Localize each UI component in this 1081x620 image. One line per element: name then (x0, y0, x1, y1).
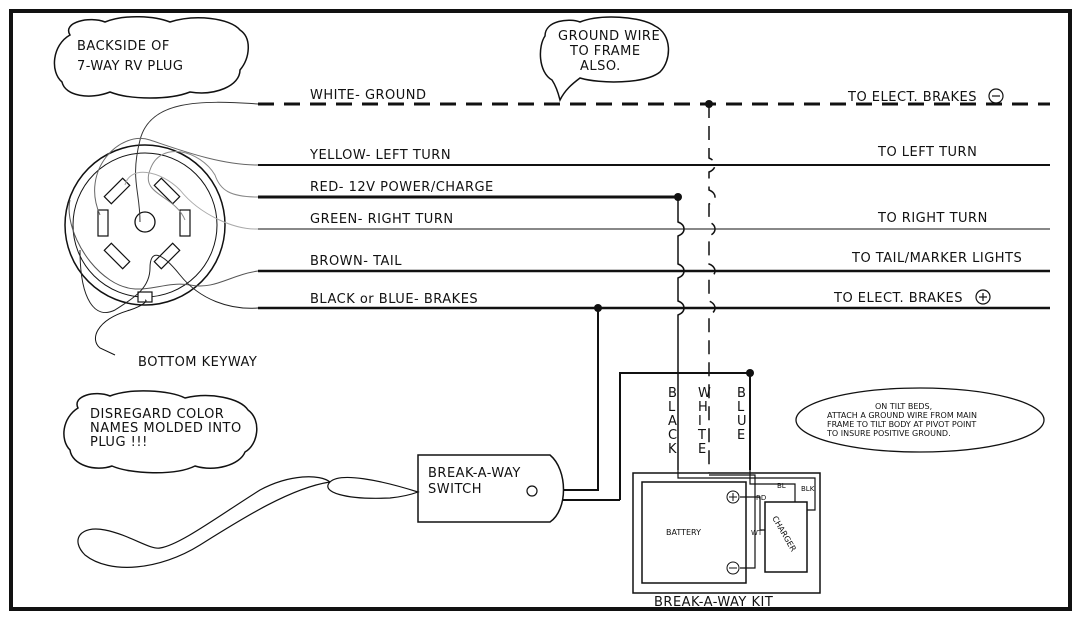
switch-pin-icon (526, 485, 538, 497)
vertical-letter: T (697, 428, 706, 443)
wire-green-label: GREEN- RIGHT TURN (310, 212, 454, 227)
battery-label: BATTERY (666, 528, 701, 537)
disregard-note-bubble: DISREGARD COLOR NAMES MOLDED INTO PLUG !… (63, 390, 258, 474)
center-pin (134, 211, 156, 233)
tilt-note-line1: ON TILT BEDS, (875, 402, 932, 411)
tilt-note-line3: FRAME TO TILT BODY AT PIVOT POINT (827, 420, 976, 429)
plug-note-line1: BACKSIDE OF (77, 39, 170, 54)
tilt-note-line4: TO INSURE POSITIVE GROUND. (826, 429, 951, 438)
wire-brown: BROWN- TAIL TO TAIL/MARKER LIGHTS (258, 251, 1050, 273)
vertical-letter: B (668, 386, 677, 401)
disregard-line2: NAMES MOLDED INTO (90, 421, 242, 436)
terminal-rd: RD (756, 494, 766, 502)
lanyard-cable (77, 476, 331, 568)
charger-box (764, 501, 808, 573)
tilt-note-line2: ATTACH A GROUND WIRE FROM MAIN (827, 411, 977, 420)
ground-note-line3: ALSO. (580, 59, 621, 74)
vertical-letter: E (698, 442, 706, 457)
vertical-letter: U (737, 414, 747, 429)
vertical-letter: I (698, 414, 702, 429)
wire-white-label: WHITE- GROUND (310, 88, 427, 103)
blue-wire (619, 372, 751, 500)
wire-white-dest: TO ELECT. BRAKES (847, 90, 977, 105)
plug-note-bubble: BACKSIDE OF 7-WAY RV PLUG (53, 15, 249, 99)
disregard-line1: DISREGARD COLOR (90, 407, 224, 422)
lanyard-loop (327, 476, 420, 499)
vertical-letter: K (668, 442, 677, 457)
wire-black-dest: TO ELECT. BRAKES (833, 291, 963, 306)
wire-red: RED- 12V POWER/CHARGE (258, 180, 678, 199)
terminal-blk: BLK (801, 485, 815, 493)
wire-red-label: RED- 12V POWER/CHARGE (310, 180, 494, 195)
ground-note-line1: GROUND WIRE (558, 29, 660, 44)
plug-note-line2: 7-WAY RV PLUG (77, 59, 183, 74)
wire-brown-dest: TO TAIL/MARKER LIGHTS (851, 251, 1022, 266)
terminal-wt: WT (751, 529, 763, 537)
wire-black-label: BLACK or BLUE- BRAKES (310, 292, 478, 307)
vertical-letter: L (668, 400, 676, 415)
switch-label-line2: SWITCH (428, 482, 482, 497)
keyway-label: BOTTOM KEYWAY (138, 355, 257, 370)
vertical-letter: B (737, 386, 746, 401)
vertical-white-wire (708, 104, 716, 475)
wire-white-ground: WHITE- GROUND TO ELECT. BRAKES (258, 88, 1050, 106)
terminal-bl: BL (777, 482, 786, 490)
vertical-letter: H (698, 400, 708, 415)
switch-label-line1: BREAK-A-WAY (428, 466, 521, 481)
ground-note-line2: TO FRAME (569, 44, 641, 59)
vertical-letter: C (668, 428, 677, 443)
vertical-letter: L (737, 400, 745, 415)
wire-green-dest: TO RIGHT TURN (877, 211, 988, 226)
disregard-line3: PLUG !!! (90, 435, 148, 450)
kit-label: BREAK-A-WAY KIT (654, 595, 773, 610)
wire-black-blue: BLACK or BLUE- BRAKES TO ELECT. BRAKES (258, 289, 1050, 310)
vertical-letter: E (737, 428, 745, 443)
wire-brown-label: BROWN- TAIL (310, 254, 402, 269)
wire-yellow: YELLOW- LEFT TURN TO LEFT TURN (258, 145, 1050, 166)
vertical-black-wire (677, 197, 685, 470)
switch-wire-a (560, 308, 599, 491)
tilt-note-ellipse: ON TILT BEDS, ATTACH A GROUND WIRE FROM … (795, 387, 1045, 453)
vertical-letter: W (698, 386, 711, 401)
wire-yellow-label: YELLOW- LEFT TURN (309, 148, 451, 163)
ground-note-bubble: GROUND WIRE TO FRAME ALSO. (539, 16, 670, 103)
wire-green: GREEN- RIGHT TURN TO RIGHT TURN (258, 211, 1050, 230)
vertical-letter: A (668, 414, 677, 429)
seven-way-plug (64, 101, 259, 356)
break-away-switch: BREAK-A-WAY SWITCH (77, 454, 565, 568)
wire-yellow-dest: TO LEFT TURN (877, 145, 977, 160)
break-away-kit: BATTERY CHARGER RD BL BLK WT BREAK-A-WAY… (632, 470, 821, 610)
